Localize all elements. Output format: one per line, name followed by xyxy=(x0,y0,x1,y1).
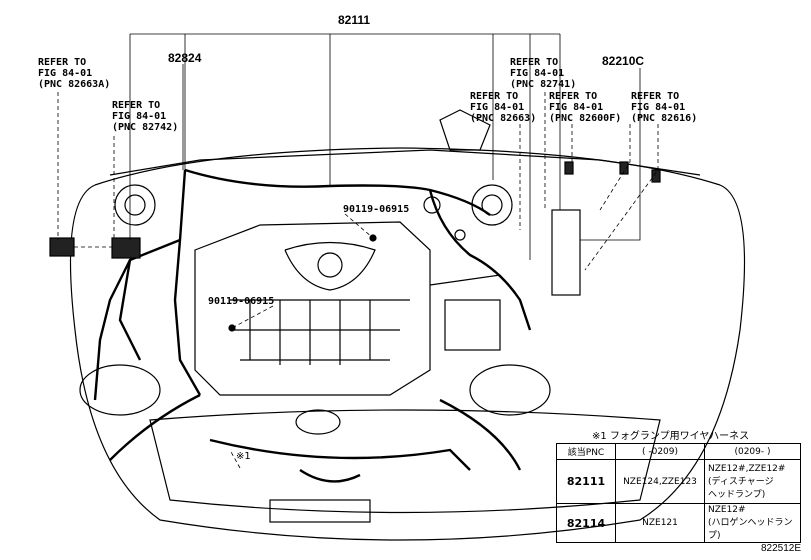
right-strut-tower xyxy=(471,184,513,226)
part-number-82824: 82824 xyxy=(168,51,202,65)
fog-harness-note: ※1 フォグランプ用ワイヤハーネス xyxy=(592,431,750,442)
connector-82663A xyxy=(49,237,75,257)
figure-code: 822512E xyxy=(760,543,801,554)
table-cell-after: NZE12#,ZZE12# (ディスチャージ ヘッドランプ) xyxy=(704,459,801,504)
table-header-row: 該当PNC ( -0209) (0209- ) xyxy=(556,443,801,460)
left-strut-tower xyxy=(114,184,156,226)
part-number-82210C: 82210C xyxy=(602,54,645,68)
table-cell-before: NZE124,ZZE123 xyxy=(615,459,705,504)
table-row: 82114 NZE121 NZE12# (ハロゲンヘッドランプ) xyxy=(556,503,801,543)
bracket-82210C xyxy=(551,209,581,296)
table-cell-before: NZE121 xyxy=(615,503,705,543)
headlamp-right xyxy=(469,364,551,416)
oil-filler-cap xyxy=(317,252,343,278)
table-header-pnc: 該当PNC xyxy=(556,443,616,460)
table-cell-after: NZE12# (ハロゲンヘッドランプ) xyxy=(704,503,801,543)
harness-82111-main xyxy=(184,168,491,216)
battery xyxy=(444,299,501,351)
table-row: 82111 NZE124,ZZE123 NZE12#,ZZE12# (ディスチャ… xyxy=(556,459,801,504)
headlamp-left xyxy=(79,364,161,416)
license-plate xyxy=(269,499,371,523)
bolt-label-upper: 90119-06915 xyxy=(343,204,410,215)
table-cell-pnc: 82111 xyxy=(556,459,616,504)
table-header-before: ( -0209) xyxy=(615,443,705,460)
table-cell-pnc: 82114 xyxy=(556,503,616,543)
fog-marker: ※1 xyxy=(236,451,251,462)
hood-outline xyxy=(69,184,746,541)
engine-block xyxy=(194,221,431,396)
connector-82742 xyxy=(111,237,141,259)
part-number-82111: 82111 xyxy=(338,13,371,27)
pnc-table: 該当PNC ( -0209) (0209- ) 82111 NZE124,ZZE… xyxy=(556,443,801,543)
table-header-after: (0209- ) xyxy=(704,443,801,460)
bolt-label-lower: 90119-06915 xyxy=(208,296,275,307)
